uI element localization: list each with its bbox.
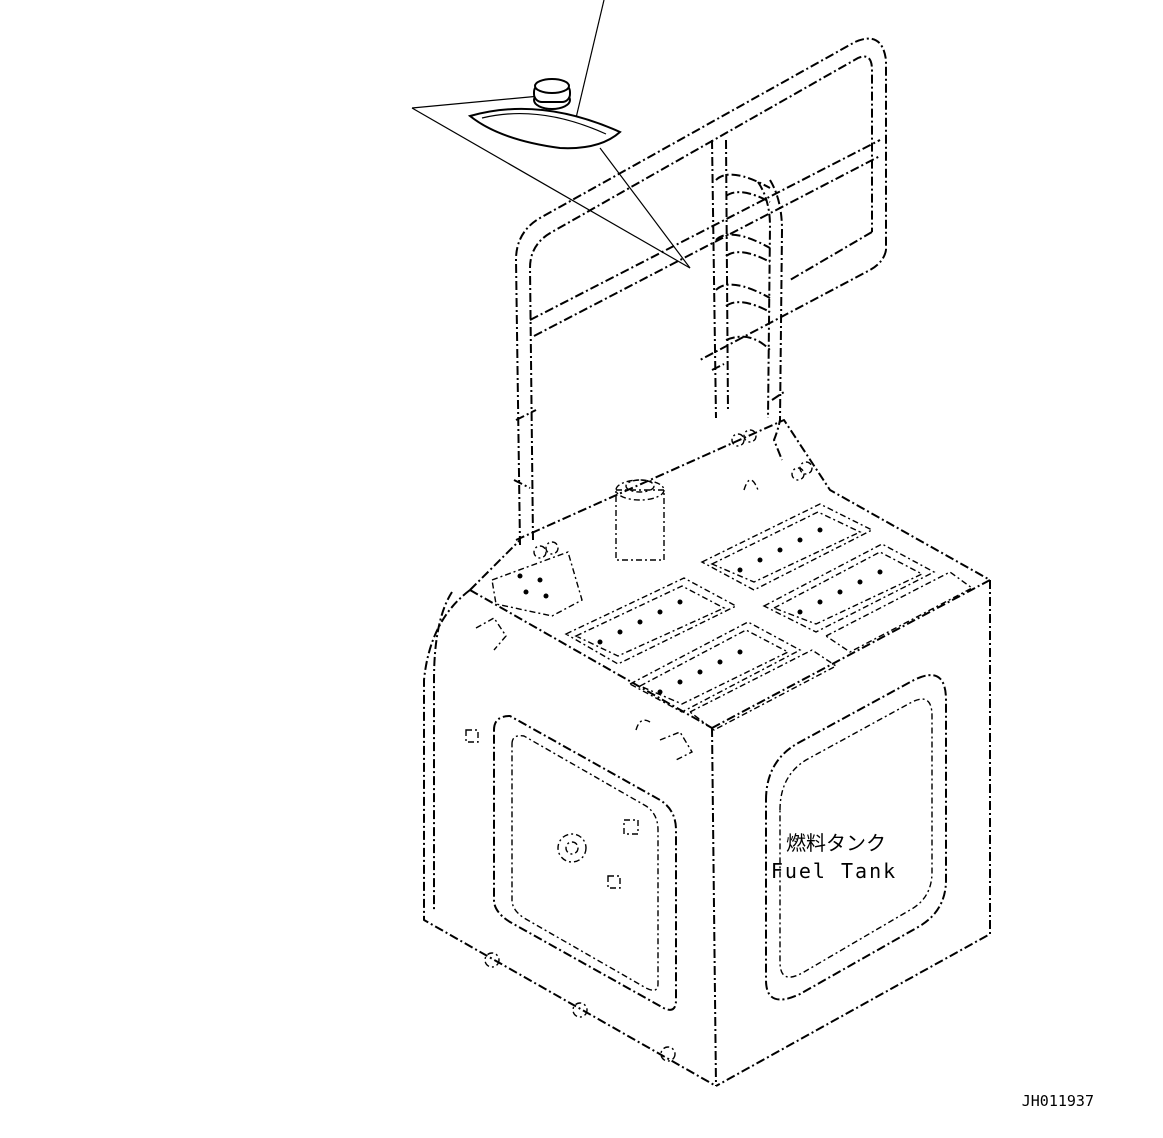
tank-label-japanese: 燃料タンク — [786, 831, 886, 855]
cover-plates — [491, 429, 974, 731]
tank-body — [423, 580, 991, 1087]
breather-cap-detail — [467, 78, 622, 150]
tank-label-english: Fuel Tank — [771, 859, 897, 883]
tank-top — [469, 419, 991, 729]
leader-lines — [411, 0, 691, 269]
handrail — [513, 37, 887, 546]
drawing-id: JH011937 — [1022, 1092, 1094, 1110]
